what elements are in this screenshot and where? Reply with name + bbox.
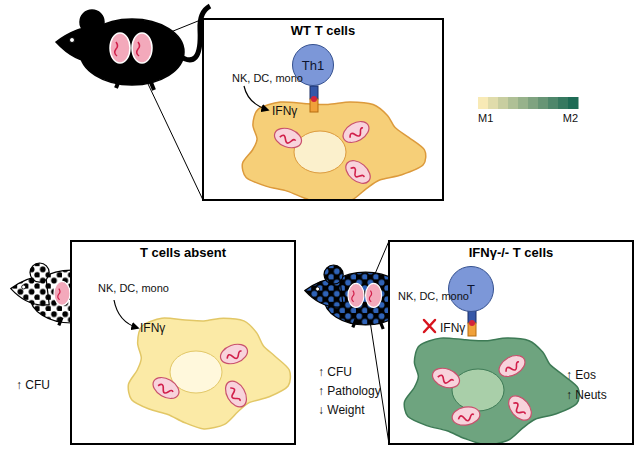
lung: [366, 283, 382, 307]
zoom-panel: WT T cellsTh1: [202, 18, 444, 201]
legend-label: M2: [563, 112, 578, 124]
nucleus: [452, 369, 504, 411]
t-cell: T: [448, 266, 494, 312]
gradient-step: [528, 97, 539, 109]
phagosome: [341, 156, 374, 188]
phagosome: [504, 391, 536, 424]
lung: [348, 283, 364, 307]
gradient-step: [488, 97, 499, 109]
phagosome: [451, 405, 482, 428]
phagosome: [495, 351, 528, 381]
annotation: ↑ CFU: [16, 378, 50, 392]
legend-swatch: [478, 97, 489, 109]
macrophage: [242, 102, 426, 199]
mouse-ear: [324, 265, 343, 284]
cell-label: Th1: [302, 58, 324, 73]
lung: [132, 33, 152, 63]
phagosome: [430, 365, 462, 391]
gradient-step: [538, 97, 549, 109]
phagosome: [272, 125, 304, 151]
gradient-step: [518, 97, 529, 109]
gradient-step: [558, 97, 569, 109]
legend-swatch: [568, 97, 579, 109]
gradient-step: [498, 97, 509, 109]
ifn-arrow: [114, 300, 138, 328]
phagosome: [218, 341, 250, 367]
zoom-panel: T cells absent: [70, 240, 296, 445]
lung: [54, 281, 70, 305]
ifn-arrow: [244, 86, 268, 110]
macrophage-illustration: [390, 242, 632, 443]
t-cell: Th1: [292, 44, 334, 86]
phagosome: [221, 377, 251, 410]
macrophage: [128, 318, 290, 429]
nucleus: [294, 131, 346, 173]
panel-title: WT T cells: [204, 23, 442, 38]
antigen: [469, 320, 475, 326]
annotation: ↓ Weight: [318, 403, 364, 417]
annotation: ↑ CFU: [318, 365, 352, 379]
panel-title: IFNγ-/- T cells: [390, 245, 632, 260]
legend-label: M1: [478, 112, 493, 124]
mouse: [56, 6, 210, 200]
phagosome: [149, 373, 182, 403]
cell-label: T: [467, 282, 475, 297]
gradient-step: [548, 97, 559, 109]
phagosome: [339, 117, 372, 147]
panel-title: T cells absent: [72, 245, 294, 260]
macrophage-illustration: [72, 242, 294, 443]
antigen: [311, 96, 317, 102]
lung: [110, 33, 130, 63]
mouse-ear: [80, 10, 104, 34]
mouse-ear: [30, 263, 49, 282]
annotation: ↑ Pathology: [318, 384, 381, 398]
macrophage: [404, 338, 579, 443]
gradient-step: [508, 97, 519, 109]
zoom-panel: IFNγ-/- T cellsT: [388, 240, 634, 445]
